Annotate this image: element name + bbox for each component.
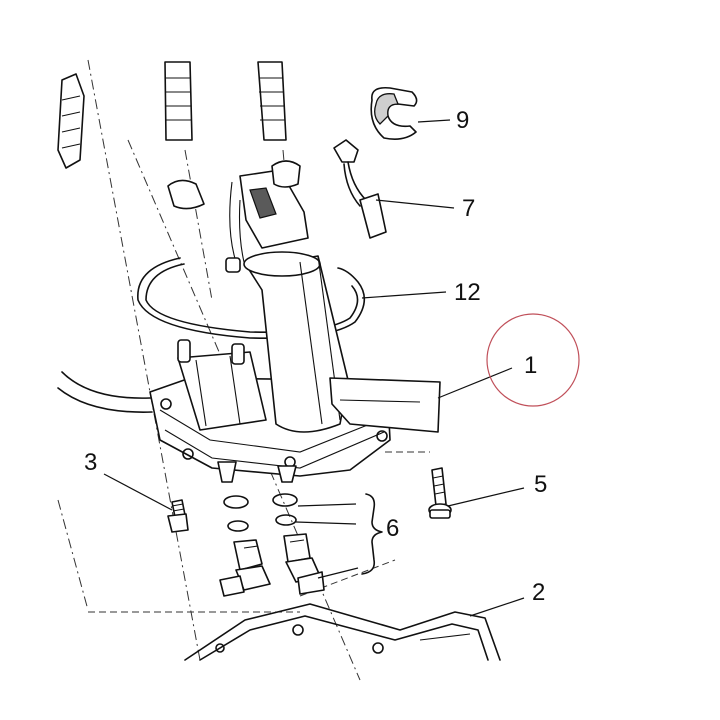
upper-hoses bbox=[164, 61, 301, 210]
label-part-6: 6 bbox=[386, 515, 399, 542]
label-part-5: 5 bbox=[534, 471, 547, 498]
bracket-part-6 bbox=[361, 493, 383, 575]
label-part-9: 9 bbox=[456, 107, 469, 134]
o-rings-part-6 bbox=[223, 493, 298, 532]
label-part-3: 3 bbox=[84, 449, 97, 476]
highlight-circle bbox=[486, 313, 580, 407]
leader-lines bbox=[103, 119, 525, 617]
bolt-part-3 bbox=[167, 499, 189, 533]
left-fitting bbox=[57, 73, 153, 413]
label-part-12: 12 bbox=[454, 279, 481, 306]
fuel-tank-part-2 bbox=[184, 603, 501, 661]
lower-hose-fittings bbox=[219, 533, 325, 597]
wire-part-7 bbox=[333, 139, 387, 239]
fuel-pump-part-1 bbox=[149, 169, 441, 483]
label-part-7: 7 bbox=[462, 195, 475, 222]
label-part-1: 1 bbox=[524, 352, 537, 379]
label-part-2: 2 bbox=[532, 579, 545, 606]
screw-part-5 bbox=[428, 467, 452, 519]
clip-part-9 bbox=[370, 86, 418, 140]
